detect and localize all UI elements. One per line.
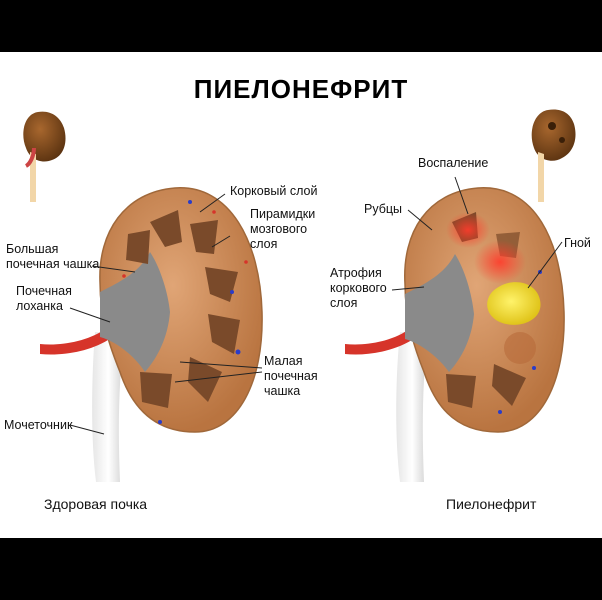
- diseased-kidney: [345, 187, 565, 482]
- label-atrophy: Атрофия коркового слоя: [330, 266, 387, 310]
- healthy-kidney: [40, 187, 263, 482]
- label-cortex: Корковый слой: [230, 184, 318, 198]
- label-major-calyx: Большая почечная чашка: [6, 242, 100, 271]
- label-ureter: Мочеточник: [4, 418, 73, 432]
- diagram-illustration: [23, 109, 576, 482]
- caption-healthy: Здоровая почка: [44, 496, 148, 512]
- caption-diseased: Пиелонефрит: [446, 496, 537, 512]
- label-pelvis: Почечная лоханка: [16, 284, 72, 313]
- label-minor-calyx: Малая почечная чашка: [264, 354, 318, 398]
- label-pus: Гной: [564, 236, 591, 250]
- label-scars: Рубцы: [364, 202, 403, 216]
- label-pyramids: Пирамидки мозгового слоя: [250, 207, 316, 251]
- diagram-title: ПИЕЛОНЕФРИТ: [193, 74, 409, 104]
- leader-lines: [69, 176, 563, 435]
- small-healthy-kidney-icon: [23, 111, 66, 202]
- label-inflammation: Воспаление: [418, 156, 489, 170]
- diagram-canvas: ПИЕЛОНЕФРИТ: [0, 52, 602, 538]
- small-diseased-kidney-icon: [531, 109, 576, 202]
